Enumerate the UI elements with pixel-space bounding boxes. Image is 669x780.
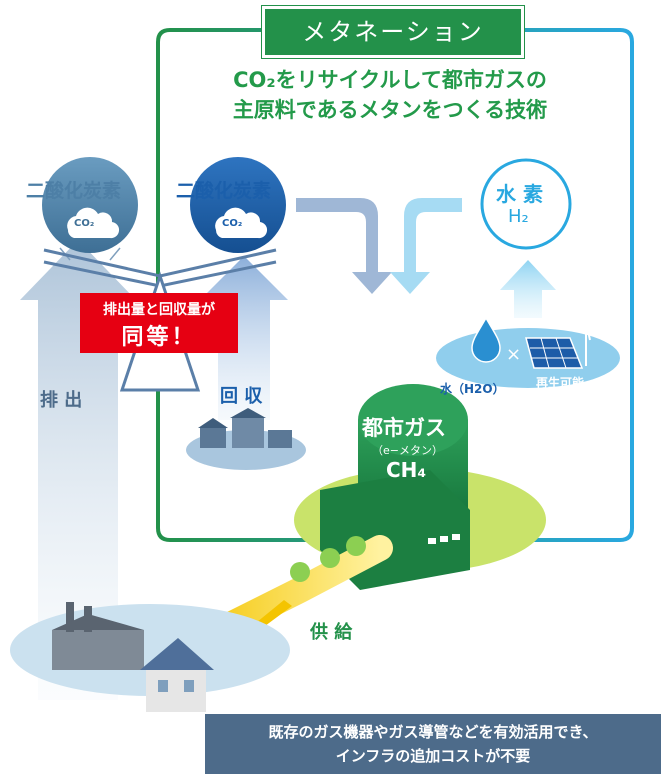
subtitle-line-2: 主原料であるメタンをつくる技術 <box>232 98 548 122</box>
city-gas-label: 都市ガス <box>362 416 446 440</box>
water-label: 水（H2O） <box>440 382 505 396</box>
resource-ellipse <box>436 328 620 388</box>
balance-callout-line-2: 同等！ <box>121 325 197 350</box>
city-gas-formula: CH₄ <box>386 458 427 482</box>
co2-circle-right <box>190 157 286 253</box>
renewable-label-2: エネルギー <box>522 392 583 406</box>
co2-right-formula: CO₂ <box>222 218 243 229</box>
emission-arrow <box>20 240 136 700</box>
co2-to-gas-arrow <box>296 198 392 294</box>
co2-cloud-right-icon <box>215 207 268 239</box>
emission-label: 排 出 <box>40 390 83 411</box>
renewable-label-1: 再生可能 <box>536 376 585 390</box>
co2-left-formula: CO₂ <box>74 218 95 229</box>
hydrogen-formula: H₂ <box>508 206 529 227</box>
footer-note-line-2: インフラの追加コストが不要 <box>335 747 531 765</box>
co2-right-label: 二酸化炭素 <box>176 180 272 202</box>
footer-note: 既存のガス機器やガス導管などを有効活用でき、 インフラの追加コストが不要 <box>205 714 661 774</box>
balance-callout: 排出量と回収量が 同等！ <box>80 293 238 353</box>
town-buildings-icon <box>198 408 292 448</box>
co2-cloud-left-icon <box>67 207 120 239</box>
factory-icon <box>52 602 144 670</box>
hydrogen-circle <box>480 158 572 250</box>
title-banner: メタネーション <box>262 6 524 58</box>
wind-turbine-icon <box>569 303 599 366</box>
recovery-label: 回 収 <box>220 386 263 407</box>
subtitle-line-1: CO₂をリサイクルして都市ガスの <box>233 68 547 92</box>
solar-panel-icon <box>525 337 584 369</box>
hydrogen-label: 水 素 <box>496 182 543 206</box>
gas-tank-top <box>358 384 468 456</box>
h2-to-gas-arrow <box>390 198 462 294</box>
times-mark: × <box>506 344 521 365</box>
footer-note-line-1: 既存のガス機器やガス導管などを有効活用でき、 <box>268 723 598 741</box>
co2-circle-left <box>42 157 138 253</box>
city-gas-sublabel: （e−メタン） <box>372 444 443 457</box>
supply-label: 供 給 <box>310 622 353 643</box>
water-drop-icon <box>471 316 501 363</box>
co2-left-label: 二酸化炭素 <box>26 180 122 202</box>
house-icon <box>140 638 214 712</box>
balance-callout-line-1: 排出量と回収量が <box>103 302 215 318</box>
h2-up-arrow <box>500 260 556 318</box>
